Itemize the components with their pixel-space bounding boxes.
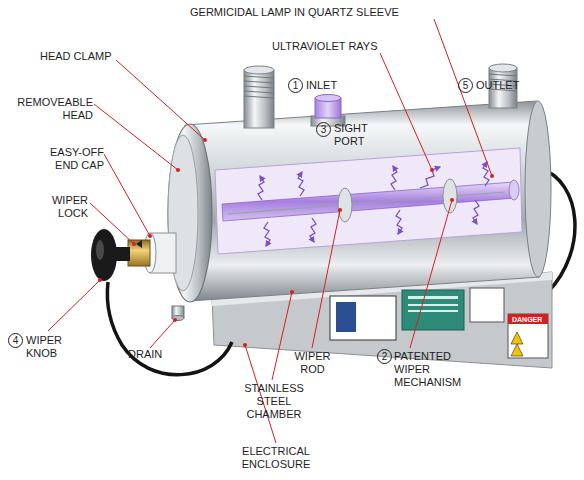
- spec-sticker: [470, 288, 504, 322]
- leader-line: [90, 203, 134, 244]
- uv-rays: [258, 162, 489, 246]
- lock-arrow: [136, 240, 142, 248]
- uv-ray: [258, 176, 264, 200]
- outlet-opening: [489, 64, 517, 72]
- inlet-opening: [244, 66, 274, 74]
- callout-number: 2: [377, 349, 392, 364]
- part-label: DRAIN: [128, 348, 162, 361]
- leader-line: [434, 19, 492, 176]
- stainless-chamber: [185, 101, 540, 301]
- leader-line: [272, 292, 292, 380]
- leader-line: [410, 200, 452, 348]
- part-label: WIPER LOCK: [38, 194, 88, 220]
- warning-symbol: [511, 344, 523, 356]
- leader-lines: [48, 19, 492, 443]
- leader-dot: [132, 242, 136, 246]
- wiper-disc: [338, 188, 352, 222]
- cutaway-window: [215, 148, 522, 254]
- uv-ray: [310, 218, 316, 242]
- leader-dot: [243, 343, 247, 347]
- leader-dot: [173, 318, 177, 322]
- leader-line: [94, 104, 178, 170]
- leader-line: [48, 280, 100, 331]
- callout-number: 4: [8, 333, 23, 348]
- leader-ends: [98, 138, 494, 347]
- leader-dot: [98, 278, 102, 282]
- danger-band: [508, 314, 548, 324]
- leader-dot: [490, 174, 494, 178]
- inlet-pipe: [244, 70, 274, 128]
- logo-sticker: [330, 296, 396, 340]
- leader-line: [380, 53, 432, 170]
- info-sticker: [402, 290, 464, 330]
- sticker-line: [408, 304, 458, 306]
- leader-dot: [338, 208, 342, 212]
- leader-line: [312, 210, 340, 348]
- part-label: HEAD CLAMP: [40, 50, 112, 63]
- sticker-line: [408, 296, 458, 299]
- callout-number: 1: [288, 78, 303, 93]
- head-clamp: [168, 124, 212, 302]
- logo-mark: [336, 302, 356, 332]
- part-label: EASY-OFF END CAP: [28, 146, 104, 172]
- chamber-end: [525, 101, 551, 277]
- warning-symbol: [511, 332, 523, 344]
- leader-line: [104, 154, 150, 236]
- lamp-end: [509, 180, 519, 200]
- sight-port-top: [315, 95, 341, 102]
- leader-dot: [148, 234, 152, 238]
- leader-dot: [203, 138, 207, 142]
- part-label: STAINLESS STEEL CHAMBER: [228, 382, 320, 421]
- part-label: PATENTED WIPER MECHANISM: [394, 350, 474, 389]
- leader-dot: [176, 168, 180, 172]
- leader-line: [150, 320, 175, 348]
- danger-sticker: [508, 314, 548, 358]
- part-label: ULTRAVIOLET RAYS: [272, 40, 378, 53]
- leader-dot: [290, 290, 294, 294]
- germicidal-lamp: [222, 182, 515, 221]
- wiper-rod: [228, 192, 505, 214]
- wiper-knob: [91, 229, 117, 281]
- pipe-threads: [244, 76, 274, 98]
- wiper-lock: [128, 240, 150, 266]
- part-label: SIGHT PORT: [334, 122, 382, 148]
- uv-ray: [264, 222, 270, 246]
- part-label: REMOVEABLE HEAD: [8, 96, 93, 122]
- uv-ray: [420, 167, 440, 188]
- uv-ray: [473, 200, 479, 224]
- knob-highlight: [96, 240, 104, 260]
- callout-number: 5: [458, 78, 473, 93]
- leader-dot: [450, 198, 454, 202]
- leader-line: [116, 60, 205, 140]
- power-cord: [107, 282, 232, 375]
- sticker-line: [408, 310, 458, 312]
- part-label: OUTLET: [476, 79, 519, 92]
- uv-ray: [298, 172, 304, 196]
- warning-text: DANGER: [512, 315, 542, 324]
- callout-number: 3: [316, 122, 331, 137]
- part-label: WIPER ROD: [285, 350, 340, 376]
- part-label: ELECTRICAL ENCLOSURE: [230, 445, 322, 471]
- part-label: GERMICIDAL LAMP IN QUARTZ SLEEVE: [190, 6, 399, 19]
- part-label: INLET: [306, 79, 337, 92]
- leader-dot: [430, 168, 434, 172]
- uv-ray: [391, 166, 397, 190]
- uv-ray: [396, 210, 402, 234]
- part-label: WIPER KNOB: [26, 334, 76, 360]
